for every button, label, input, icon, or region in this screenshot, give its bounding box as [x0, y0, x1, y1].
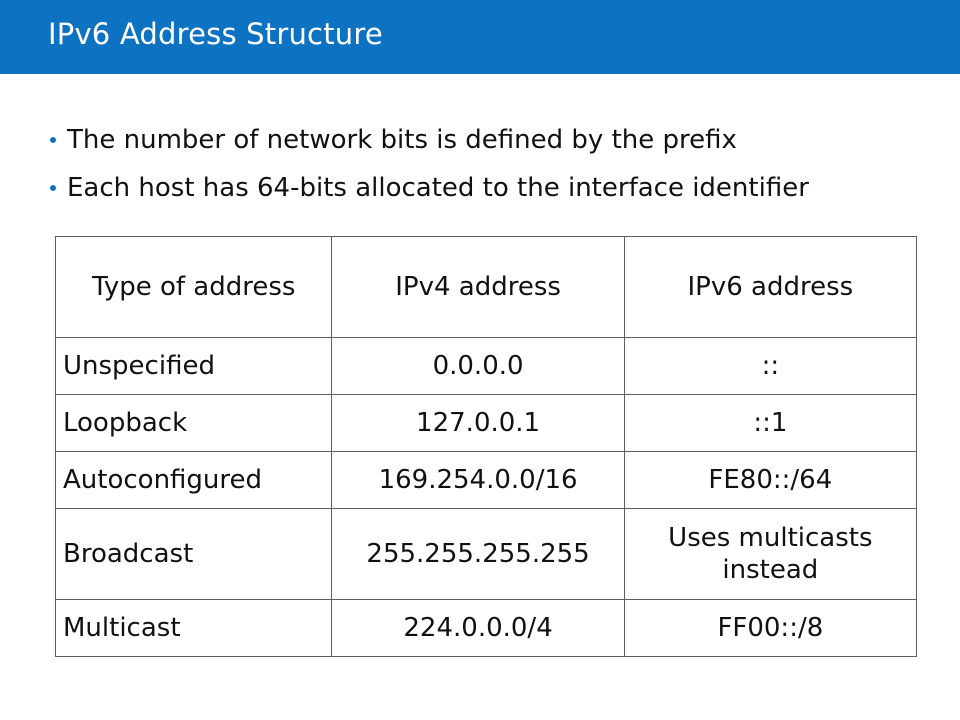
slide-title: IPv6 Address Structure — [48, 17, 383, 51]
ipv4-cell: 0.0.0.0 — [331, 337, 625, 395]
header-ipv4-address: IPv4 address — [331, 236, 625, 338]
bullet-text: The number of network bits is defined by… — [67, 125, 737, 155]
table-row: Broadcast 255.255.255.255 Uses multicast… — [54, 508, 918, 600]
ipv6-cell: FF00::/8 — [623, 599, 918, 657]
ipv6-cell: Uses multicasts instead — [623, 508, 918, 600]
table-header-row: Type of address IPv4 address IPv6 addres… — [54, 236, 918, 338]
address-type-cell: Multicast — [54, 599, 333, 657]
address-type-cell: Autoconfigured — [54, 451, 333, 509]
table-row: Autoconfigured 169.254.0.0/16 FE80::/64 — [54, 451, 918, 509]
ipv4-cell: 255.255.255.255 — [331, 508, 625, 600]
table-row: Multicast 224.0.0.0/4 FF00::/8 — [54, 599, 918, 657]
ipv4-cell: 127.0.0.1 — [331, 394, 625, 452]
address-type-cell: Loopback — [54, 394, 333, 452]
ipv4-cell: 224.0.0.0/4 — [331, 599, 625, 657]
bullet-list: The number of network bits is defined by… — [48, 120, 809, 216]
ipv6-cell: ::1 — [623, 394, 918, 452]
ipv6-cell: FE80::/64 — [623, 451, 918, 509]
bullet-item: Each host has 64-bits allocated to the i… — [48, 168, 809, 216]
bullet-dot-icon — [50, 137, 56, 143]
ipv6-cell: :: — [623, 337, 918, 395]
header-type-of-address: Type of address — [54, 236, 333, 338]
bullet-item: The number of network bits is defined by… — [48, 120, 809, 168]
table-row: Unspecified 0.0.0.0 :: — [54, 337, 918, 395]
address-type-cell: Broadcast — [54, 508, 333, 600]
bullet-text: Each host has 64-bits allocated to the i… — [67, 173, 809, 203]
ipv4-cell: 169.254.0.0/16 — [331, 451, 625, 509]
bullet-dot-icon — [50, 185, 56, 191]
header-ipv6-address: IPv6 address — [623, 236, 918, 338]
address-type-cell: Unspecified — [54, 337, 333, 395]
table-row: Loopback 127.0.0.1 ::1 — [54, 394, 918, 452]
address-table: Type of address IPv4 address IPv6 addres… — [54, 236, 918, 657]
title-bar: IPv6 Address Structure — [0, 0, 960, 74]
